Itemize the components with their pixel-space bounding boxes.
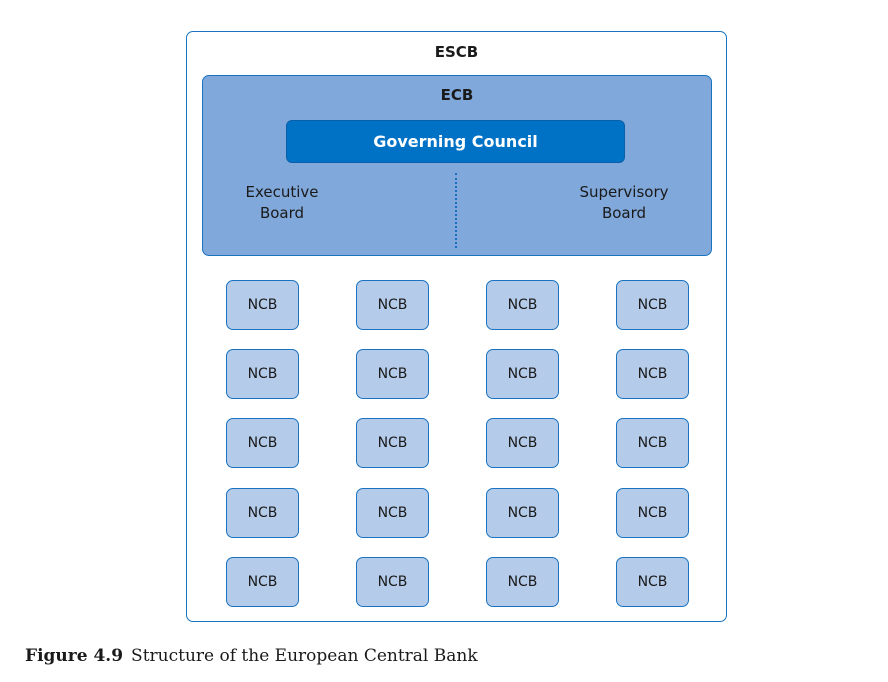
executive-board-line-2: Board [259,204,305,222]
ncb-box: NCB [356,349,429,399]
ncb-box: NCB [616,280,689,330]
figure-number: Figure 4.9 [25,646,124,666]
ncb-box: NCB [226,418,299,468]
executive-board-line-1: Executive [245,183,319,201]
ncb-box: NCB [356,280,429,330]
ncb-box: NCB [356,418,429,468]
ncb-box: NCB [486,349,559,399]
dotted-divider [455,173,457,248]
ncb-box: NCB [356,557,429,607]
ecb-label: ECB [440,86,474,104]
supervisory-board-line-2: Board [601,204,647,222]
ncb-box: NCB [486,557,559,607]
figure-title: Structure of the European Central Bank [131,646,478,666]
ncb-box: NCB [616,418,689,468]
executive-board-label: Executive Board [212,182,352,224]
ncb-box: NCB [616,557,689,607]
ncb-box: NCB [226,557,299,607]
ncb-box: NCB [226,349,299,399]
governing-council-box: Governing Council [286,120,625,163]
ncb-box: NCB [486,488,559,538]
ncb-box: NCB [616,349,689,399]
ecb-box [202,75,712,256]
ncb-box: NCB [356,488,429,538]
ncb-box: NCB [226,488,299,538]
figure-caption: Figure 4.9 Structure of the European Cent… [25,646,478,666]
ncb-box: NCB [486,418,559,468]
ncb-box: NCB [486,280,559,330]
supervisory-board-line-1: Supervisory [579,183,669,201]
supervisory-board-label: Supervisory Board [554,182,694,224]
ncb-box: NCB [226,280,299,330]
escb-label: ESCB [434,43,479,61]
ncb-box: NCB [616,488,689,538]
